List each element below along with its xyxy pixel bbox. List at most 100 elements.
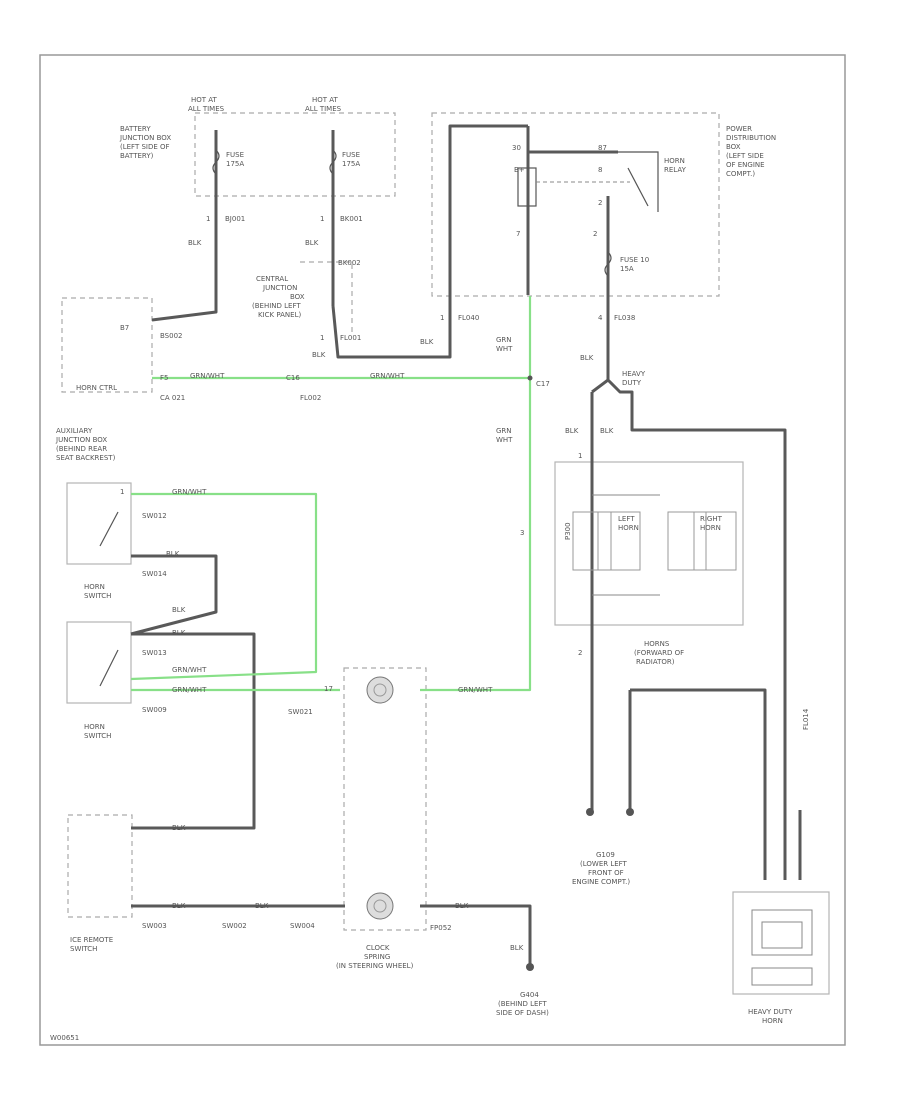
pin-n13: 87 <box>598 144 607 152</box>
wire-fuse10-fl038 <box>591 196 610 394</box>
diagram-id: W00651 <box>50 1034 79 1042</box>
fuse-1-icon <box>212 149 220 175</box>
label-bs002: BS002 <box>160 332 182 340</box>
wire-heavy-duty-feed <box>606 378 787 880</box>
wire-label-grnwht-1: GRN/WHT <box>190 372 225 380</box>
wire-label-blk-11: BLK <box>172 824 186 832</box>
pin-n10: 1 <box>578 452 582 460</box>
pin-n12: 30 <box>512 144 521 152</box>
wire-label-blk-5: BLK <box>580 354 594 362</box>
label-fl001: FL001 <box>340 334 361 342</box>
fuse-3-icon <box>604 251 612 277</box>
wire-label-blk-8: BLK <box>166 550 180 558</box>
horn-switch-contact-lower <box>99 649 119 687</box>
label-sw021: SW021 <box>288 708 313 716</box>
pin-n7: 4 <box>598 314 603 322</box>
wire-label-grnwht-5: GRN/WHT <box>172 686 207 694</box>
label-ca021: CA 021 <box>160 394 185 402</box>
ground-g404-icon <box>526 963 534 971</box>
horn-relay-coil-icon <box>517 167 537 207</box>
battery-junction-box <box>194 112 396 197</box>
pin-n16: 17 <box>324 685 333 693</box>
pin-n15: 8 <box>598 166 602 174</box>
label-bk002: BK002 <box>338 259 361 267</box>
clock-spring-coil-upper-icon <box>366 676 394 704</box>
label-sw009: SW009 <box>142 706 167 714</box>
pin-n18: 1 <box>120 488 124 496</box>
wire-label-blk-7: BLK <box>600 427 614 435</box>
pin-n6: 1 <box>440 314 444 322</box>
pin-n9: 2 <box>578 649 582 657</box>
label-fl002: FL002 <box>300 394 321 402</box>
horn-ctrl-label: HORN CTRL <box>76 384 117 392</box>
wire-fl001-fl040 <box>331 124 528 359</box>
horn-switch-upper <box>66 482 132 565</box>
wire-label-blk-6: BLK <box>565 427 579 435</box>
wire-label-blk-1: BLK <box>188 239 202 247</box>
ice-remote-switch-box <box>67 814 133 918</box>
clock-spring-box <box>343 667 427 931</box>
auxiliary-junction-box <box>61 297 153 393</box>
pin-n17: C17 <box>536 380 550 388</box>
relay-contact-path <box>618 151 659 212</box>
wire-label-blk-9: BLK <box>172 606 186 614</box>
pin-n11: 2 <box>598 199 602 207</box>
pin-n14: B+ <box>514 166 525 174</box>
wire-sw014-sw013 <box>130 554 218 636</box>
wire-label-blk-4: BLK <box>420 338 434 346</box>
label-sw012: SW012 <box>142 512 167 520</box>
left-horn-icon <box>572 511 641 571</box>
clock-spring-coil-lower-icon <box>366 892 394 920</box>
pin-n5: 2 <box>593 230 597 238</box>
wire-label-blk-12: BLK <box>172 902 186 910</box>
label-f5: F5 <box>160 374 168 382</box>
ground-g109-icon <box>586 808 594 816</box>
label-fl040: FL040 <box>458 314 479 322</box>
label-fl038: FL038 <box>614 314 635 322</box>
label-sw003: SW003 <box>142 922 167 930</box>
label-fp052: FP052 <box>430 924 452 932</box>
wire-heavy-horn-ground <box>630 688 767 880</box>
wire-label-blk-13: BLK <box>255 902 269 910</box>
wire-label-grnwht-4: GRN/WHT <box>172 666 207 674</box>
pin-n1: 1 <box>206 215 210 223</box>
fuse-2-icon <box>329 149 337 175</box>
pin-n3: 1 <box>320 334 324 342</box>
central-junction-box <box>300 261 353 336</box>
wire-label-grnwht-2: GRN/WHT <box>370 372 405 380</box>
diagram-frame <box>39 54 846 1046</box>
wire-label-blk-2: BLK <box>305 239 319 247</box>
label-sw013: SW013 <box>142 649 167 657</box>
splice-icon <box>527 375 533 381</box>
label-p300: P300 <box>564 522 572 540</box>
heavy-duty-horn-box <box>732 891 830 995</box>
horns-assembly <box>554 461 744 626</box>
heavy-duty-horn-icon <box>751 909 813 986</box>
horn-relay-contact-icon <box>627 167 649 207</box>
label-sw014: SW014 <box>142 570 167 578</box>
wire-label-blk-3: BLK <box>312 351 326 359</box>
wire-pdb-clockspring-green <box>420 296 532 692</box>
wire-sw012-sw009-green <box>130 492 318 681</box>
wire-fp052-g404 <box>420 904 532 965</box>
label-fl014: FL014 <box>802 708 810 730</box>
label-bj001: BJ001 <box>225 215 245 223</box>
label-b7: B7 <box>120 324 129 332</box>
